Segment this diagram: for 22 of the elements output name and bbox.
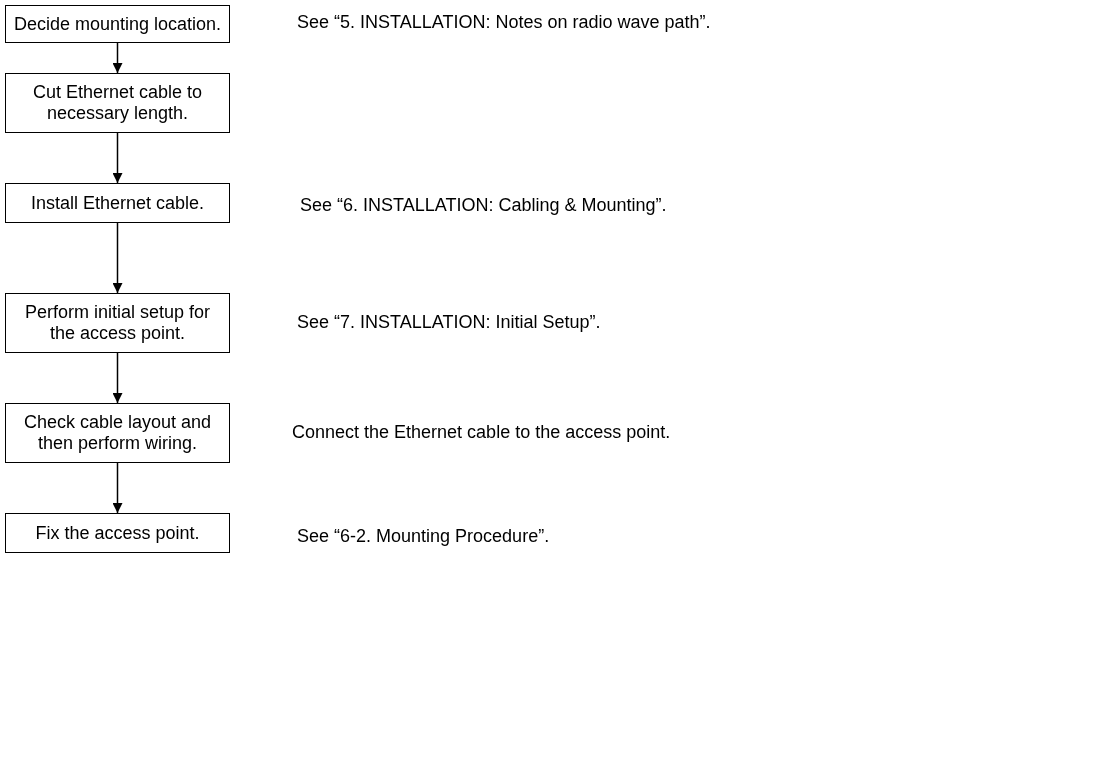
note-text: See “7. INSTALLATION: Initial Setup”. [297, 312, 602, 333]
arrow [112, 222, 123, 294]
step-text: Perform initial setup for the access point. [23, 302, 212, 344]
arrow [112, 462, 123, 514]
process-box [5, 73, 230, 133]
step-text: Fix the access point. [35, 522, 200, 544]
process-box [5, 513, 230, 553]
arrow [112, 352, 123, 404]
arrow [112, 132, 123, 184]
process-box [5, 5, 230, 43]
note-text: See “6-2. Mounting Procedure”. [297, 526, 551, 547]
step-text: Check cable layout and then perform wiring. [22, 412, 213, 454]
step-text: Cut Ethernet cable to necessary length. [31, 82, 204, 124]
arrow [112, 42, 123, 74]
process-box [5, 403, 230, 463]
step-text: Install Ethernet cable. [30, 192, 205, 214]
note-text: See “6. INSTALLATION: Cabling & Mounting”. [300, 195, 668, 216]
note-text: Connect the Ethernet cable to the access point. [292, 422, 672, 443]
step-text: Decide mounting location. [13, 13, 222, 35]
note-text: See “5. INSTALLATION: Notes on radio wave path”. [297, 12, 712, 33]
process-box [5, 183, 230, 223]
process-box [5, 293, 230, 353]
